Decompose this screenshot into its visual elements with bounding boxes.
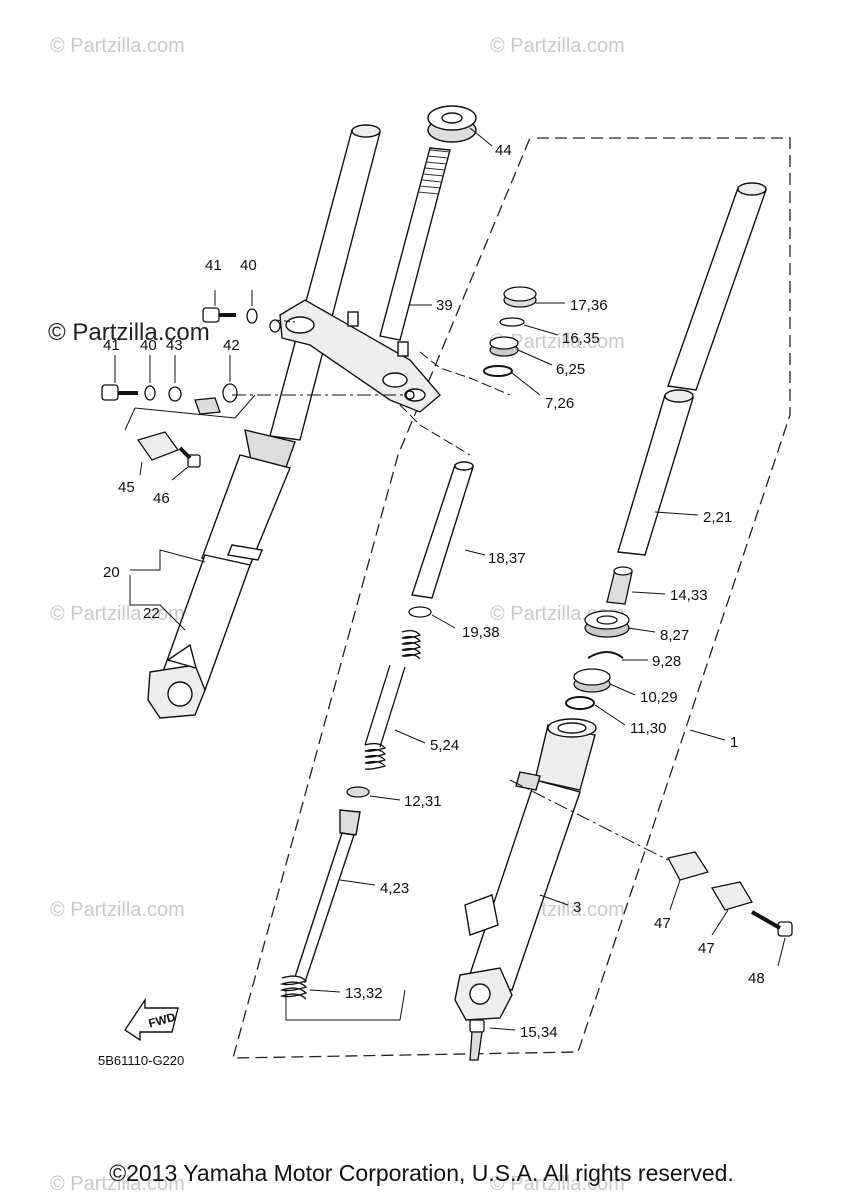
callout-18-37: 18,37: [488, 550, 526, 567]
leader-lines: [114, 127, 786, 1031]
callout-19-38: 19,38: [462, 624, 500, 641]
bolt-41-lower: [101, 384, 119, 401]
callout-47-b: 47: [698, 940, 715, 957]
inner-tube-2-21: [617, 182, 767, 556]
callout-14-33: 14,33: [670, 587, 708, 604]
fwd-label: FWD: [147, 1010, 177, 1031]
diagram-code: 5B61110-G220: [98, 1053, 184, 1068]
spring-13-32: [279, 975, 308, 1000]
callout-10-29: 10,29: [640, 689, 678, 706]
callout-17-36: 17,36: [570, 297, 608, 314]
washer-40-upper: [246, 308, 258, 324]
callout-1: 1: [730, 734, 738, 751]
clamp-45: [136, 431, 180, 461]
bolt-46-head: [187, 454, 201, 468]
callout-13-32: 13,32: [345, 985, 383, 1002]
callout-6-25: 6,25: [556, 361, 585, 378]
top-cap-parts: [483, 286, 537, 377]
tube-18-37: [411, 461, 474, 599]
callout-16-35: 16,35: [562, 330, 600, 347]
fender-mount: [166, 643, 197, 670]
callout-40-upper: 40: [240, 257, 257, 274]
callout-5-24: 5,24: [430, 737, 459, 754]
fork-assembly-boundary: [232, 137, 791, 1059]
clip-42: [222, 383, 238, 403]
watermark: © Partzilla.com: [490, 35, 625, 57]
callout-22: 22: [143, 605, 160, 622]
tube-top-cap: [351, 124, 381, 138]
watermark: © Partzilla.com: [50, 603, 185, 625]
stem-shaft: [379, 147, 451, 341]
watermark-prominent: © Partzilla.com: [48, 319, 210, 346]
callout-48: 48: [748, 970, 765, 987]
outer-tube-3: [454, 718, 597, 1021]
washer-19-38: [408, 606, 432, 618]
under-bracket-39: [279, 299, 441, 413]
callout-3: 3: [573, 899, 581, 916]
washer-small-upper: [269, 319, 281, 333]
watermark: © Partzilla.com: [50, 899, 185, 921]
bolt-41-upper: [202, 307, 220, 323]
callout-12-31: 12,31: [404, 793, 442, 810]
bushing-14-33: [606, 566, 633, 605]
callout-2-21: 2,21: [703, 509, 732, 526]
washer-8-27: [584, 610, 630, 638]
callout-47-a: 47: [654, 915, 671, 932]
clip-9-28: [587, 651, 624, 659]
boss: [227, 544, 263, 561]
callout-9-28: 9,28: [652, 653, 681, 670]
fasteners-left: [101, 307, 281, 468]
callout-42: 42: [223, 337, 240, 354]
callout-11-30: 11,30: [630, 720, 666, 737]
bearing-44: [427, 105, 477, 143]
spring-5-24: [364, 629, 422, 770]
callout-43: 43: [166, 337, 183, 354]
axle-hole: [167, 681, 193, 707]
watermark: © Partzilla.com: [490, 331, 625, 353]
watermark: © Partzilla.com: [50, 1173, 185, 1195]
callout-39: 39: [436, 297, 453, 314]
seal-11-30: [565, 696, 595, 710]
callout-7-26: 7,26: [545, 395, 574, 412]
bracket-clip: [194, 397, 221, 415]
callout-41-upper: 41: [205, 257, 222, 274]
callout-20: 20: [103, 564, 120, 581]
watermark: © Partzilla.com: [50, 35, 185, 57]
ring-12-31: [346, 786, 370, 798]
assembled-fork-left: [147, 124, 381, 719]
copyright-notice: ©2013 Yamaha Motor Corporation, U.S.A. A…: [109, 1160, 734, 1186]
callout-46: 46: [153, 490, 170, 507]
callout-44: 44: [495, 142, 512, 159]
washer-40-lower: [144, 385, 156, 401]
watermark: © Partzilla.com: [490, 1173, 625, 1195]
callout-labels: 44 41 40 39 41 40 43 42 17,36 16,35 6,25…: [103, 142, 765, 1041]
bolt-15-34: [469, 1019, 485, 1061]
callout-45: 45: [118, 479, 135, 496]
callout-40-lower: 40: [140, 337, 157, 354]
seal-10-29: [573, 668, 611, 693]
fwd-arrow-icon: FWD: [124, 997, 179, 1042]
washer-43: [168, 386, 182, 402]
callout-41-lower: 41: [103, 337, 120, 354]
callout-15-34: 15,34: [520, 1024, 558, 1041]
callout-4-23: 4,23: [380, 880, 409, 897]
steering-stem: [379, 147, 451, 341]
callout-8-27: 8,27: [660, 627, 689, 644]
damper-rod-4-23: [293, 809, 361, 983]
bolt-48-head: [777, 921, 793, 937]
inner-tube-upper: [269, 129, 381, 441]
clamps-47: [667, 851, 793, 937]
